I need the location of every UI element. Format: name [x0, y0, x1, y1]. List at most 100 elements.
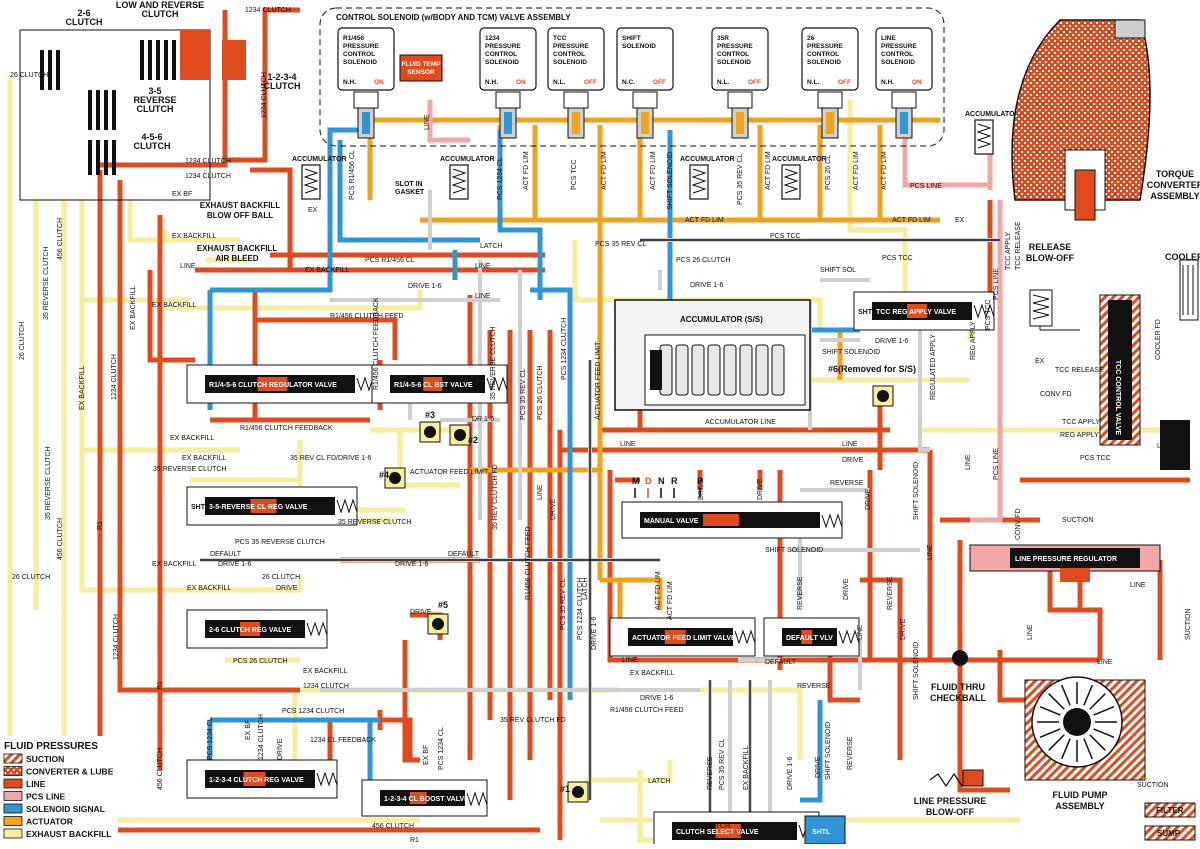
legend-item-converter: CONVERTER & LUBE — [3, 766, 114, 777]
passage-label: DRIVE 1-6 — [408, 283, 442, 290]
checkball-label: #1 — [560, 784, 570, 794]
filter-sump — [1144, 802, 1196, 841]
cooler-label: COOLER — [1165, 252, 1200, 262]
passage-label: LINE — [620, 441, 636, 448]
passage-label: ACT FD LIM — [650, 151, 657, 190]
solenoid-state-type: N.L. — [717, 79, 729, 86]
solenoid-state-type: N.H. — [881, 79, 894, 86]
legend-item-pcs: PCS LINE — [3, 791, 66, 802]
torque-converter — [1011, 19, 1151, 221]
manual-position-n: N — [658, 476, 665, 486]
accumulator-3: ACCUMULATOR — [680, 156, 735, 200]
valve-label: 1-2-3-4 CLUTCH REG VALVE — [209, 777, 304, 784]
passage-label: ACT FD LIM — [601, 151, 608, 190]
passage-label: PCS 26 CL — [825, 155, 832, 190]
passage-label: PCS 35 REV CL — [560, 579, 567, 630]
passage-label: 1234 CL FEEDBACK — [310, 737, 376, 744]
passage-label: SHIFT SOLENOID — [825, 722, 832, 780]
passage-label: COOLER FD — [1155, 319, 1162, 360]
solenoid-state-type: N.L. — [807, 79, 819, 86]
passage-label: TCC APPLY — [1062, 419, 1100, 426]
passage-label: R1/456 CLUTCH FEED — [330, 313, 404, 320]
legend-label: LINE — [26, 779, 46, 789]
valve-manual: MANUAL VALVE — [621, 501, 843, 539]
manual-position-d: D — [645, 476, 652, 486]
legend-item-suction: SUCTION — [3, 753, 64, 764]
passage-label: EX BF — [245, 720, 252, 740]
legend-label: EXHAUST BACKFILL — [26, 829, 111, 839]
passage-label: LINE — [475, 263, 491, 270]
accumulator-1: ACCUMULATOR — [292, 156, 347, 200]
passage-label: EX BF — [172, 191, 192, 198]
passage-label: 1234 CLUTCH — [261, 72, 268, 118]
passage-label: PCS 26 CLUTCH — [233, 658, 287, 665]
valve-r1456-bst: R1/4-5-6 CL BST VALVE — [371, 364, 508, 404]
passage-label: PCS 1234 CLUTCH — [561, 318, 568, 380]
sump-label: SUMP — [1157, 829, 1181, 838]
passage-label: 35 REVERSE CLUTCH — [45, 446, 52, 520]
fluid-pump — [1024, 676, 1146, 781]
passage-label: DR 1-6 — [472, 416, 494, 423]
passage-label: PCS 35 REVERSE CLUTCH — [235, 539, 325, 546]
accumulator-label: ACCUMULATOR — [292, 156, 347, 163]
checkball-label: #5 — [438, 600, 448, 610]
accumulator-ss: ACCUMULATOR (S/S) — [614, 299, 811, 411]
valve-label: ACTUATOR FEED LIMIT VALVE — [632, 635, 736, 642]
passage-label: EX BF — [423, 745, 430, 765]
passage-label: R1 — [97, 521, 104, 530]
passage-label: REVERSE — [887, 576, 894, 610]
checkball-label: #4 — [379, 470, 389, 480]
passage-label: PCS 35 REV CL — [719, 739, 726, 790]
solenoid-state: ON — [374, 79, 384, 86]
passage-label: DRIVE 1-6 — [395, 561, 429, 568]
passage-label: 35 REV CL FD/DRIVE 1-6 — [290, 455, 372, 462]
passage-label: 35 REVERSE CLUTCH — [490, 326, 497, 400]
passage-label: 456 CLUTCH — [57, 218, 64, 260]
passage-label: EX — [308, 207, 318, 214]
passage-label: PCS LINE — [910, 183, 942, 190]
passage-label: DRIVE — [900, 618, 907, 640]
shtl-label: SHTL — [812, 829, 831, 836]
passage-label: ACTUATOR FEED LIMIT — [595, 341, 602, 420]
passage-label: PCS TCC — [1080, 455, 1111, 462]
line-pressure-blowoff — [929, 769, 984, 788]
passage-label: LINE — [424, 114, 431, 130]
passage-label: 35 REV CLUTCH FD — [500, 717, 566, 724]
accumulator-label: ACCUMULATOR — [772, 156, 827, 163]
passage-label: PCS TCC — [571, 159, 578, 190]
passage-label: PCS 1234 CLUTCH — [282, 708, 344, 715]
solenoid-state: ON — [516, 79, 526, 86]
passage-label: EX BACKFILL — [79, 366, 86, 410]
passage-label: 35 REV CLUTCH FD — [492, 464, 499, 530]
checkball-label: #3 — [425, 410, 435, 420]
passage-label: EX BACKFILL — [743, 746, 750, 790]
manual-position-p: P — [697, 476, 703, 486]
valve-default: DEFAULT VLV — [763, 617, 860, 657]
passage-label: LINE — [857, 624, 864, 640]
accumulator-label: ACCUMULATOR — [680, 156, 735, 163]
solenoid-state-type: N.H. — [485, 79, 498, 86]
passage-label: REVERSE — [797, 683, 831, 690]
passage-label: R1 — [410, 837, 419, 844]
passage-label: DEFAULT — [765, 659, 797, 666]
solenoid-state-type: N.C. — [622, 79, 635, 86]
valve-label: TCC REG APPLY VALVE — [876, 309, 956, 316]
legend-item-signal: SOLENOID SIGNAL — [3, 803, 105, 814]
passage-label: EX BACKFILL — [152, 302, 196, 309]
passage-label: SHIFT SOLENOID — [667, 152, 674, 210]
passage-label: PCS R1/456 CL — [349, 150, 356, 200]
passage-label: 1234 CLUTCH — [113, 614, 120, 660]
line-pressure-regulator-label: LINE PRESSURE REGULATOR — [1015, 556, 1117, 563]
passage-label: R1/456 CLUTCH FEEDBACK — [373, 297, 380, 390]
passage-label: 26 CLUTCH — [262, 574, 300, 581]
passage-label: ACTUATOR FEED LIMIT — [410, 469, 489, 476]
accumulator-5: ACCUMULATOR — [965, 111, 1020, 155]
passage-label: DRIVE — [276, 585, 298, 592]
